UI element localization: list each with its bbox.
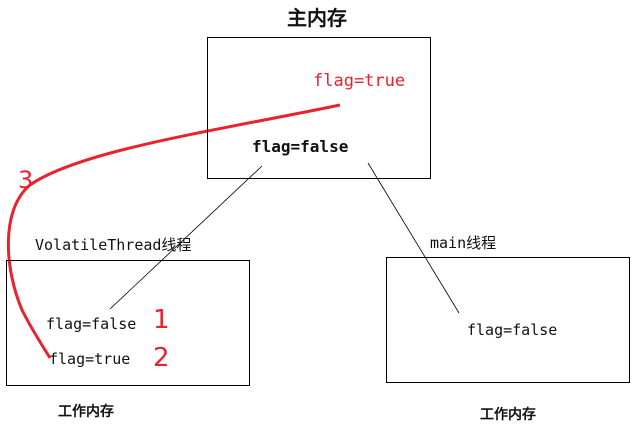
volatile-thread-working-memory-box bbox=[6, 260, 250, 386]
step-2-label: 2 bbox=[153, 343, 170, 373]
connector-main-to-mainthread bbox=[367, 162, 460, 314]
main-memory-flag-false: flag=false bbox=[252, 137, 349, 156]
main-memory-flag-true: flag=true bbox=[313, 71, 406, 91]
main-memory-box bbox=[207, 37, 431, 179]
main-thread-caption: 工作内存 bbox=[480, 407, 536, 423]
main-thread-working-memory-box bbox=[386, 257, 630, 383]
main-thread-label: main线程 bbox=[430, 234, 497, 252]
volatile-thread-flag-false: flag=false bbox=[46, 315, 137, 333]
volatile-thread-flag-true: flag=true bbox=[49, 350, 131, 368]
main-memory-title: 主内存 bbox=[287, 6, 347, 30]
red-write-back-arrow bbox=[6, 103, 341, 359]
step-3-label: 3 bbox=[18, 166, 34, 194]
volatile-thread-caption: 工作内存 bbox=[58, 404, 114, 420]
volatile-thread-label: VolatileThread线程 bbox=[35, 236, 192, 254]
connector-main-to-volatile bbox=[109, 165, 263, 310]
main-thread-flag-false: flag=false bbox=[467, 321, 558, 339]
step-1-label: 1 bbox=[153, 305, 170, 335]
